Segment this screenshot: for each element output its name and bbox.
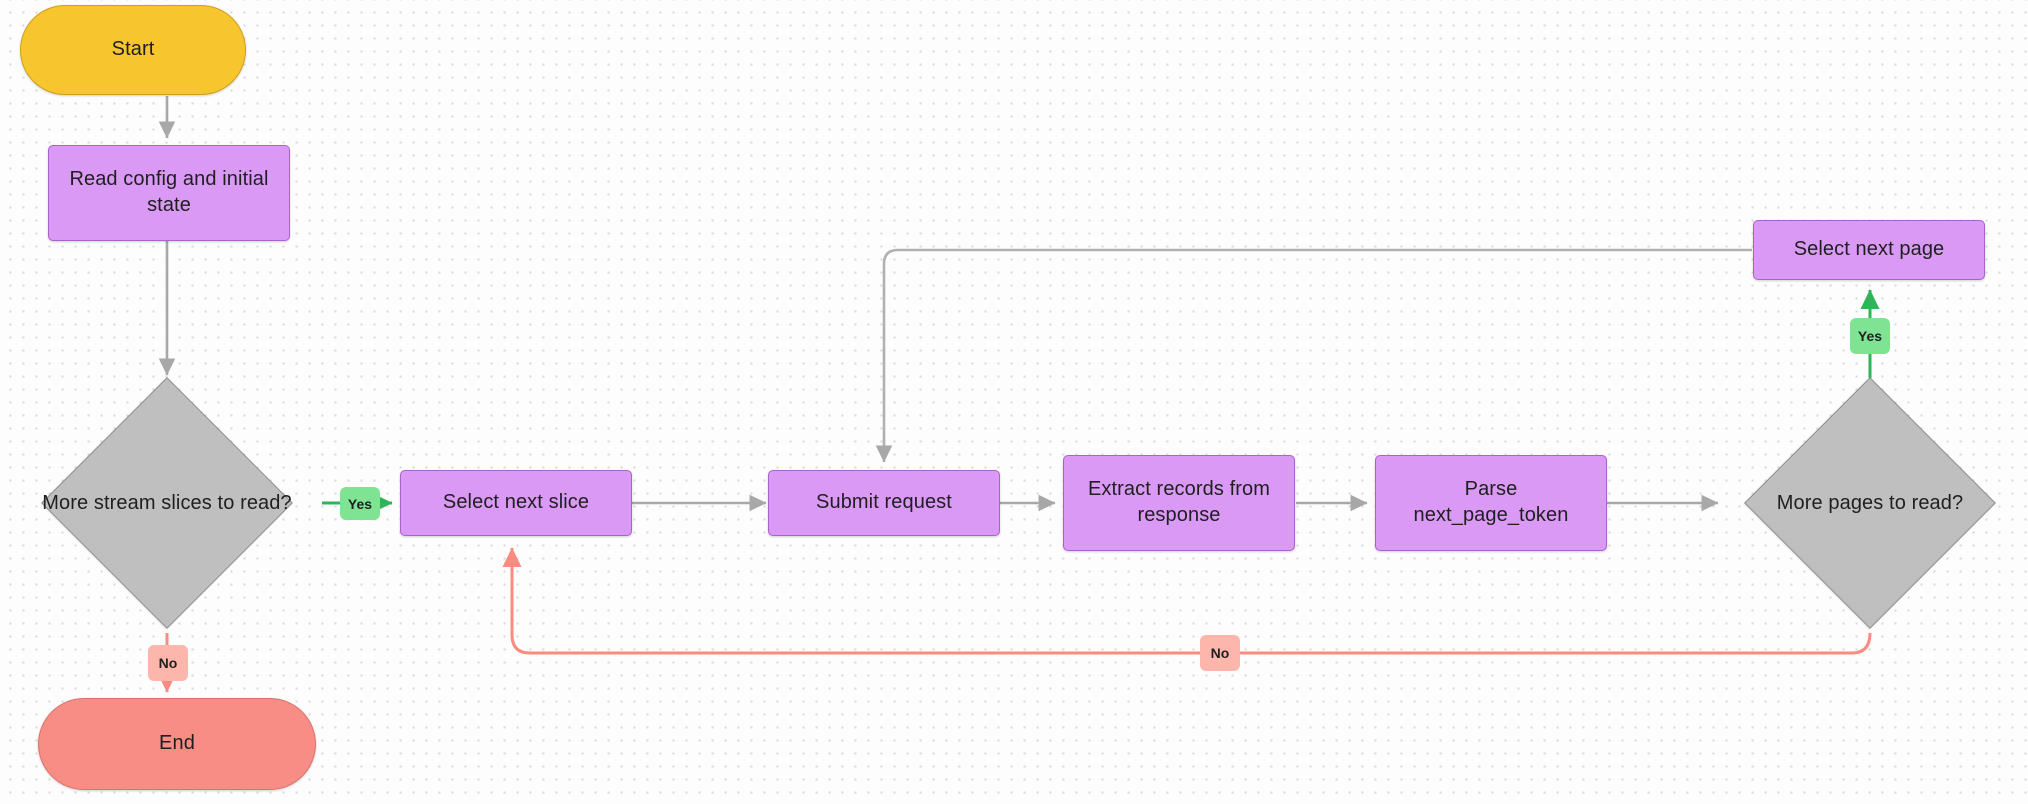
- edge-label-pages-no: No: [1200, 635, 1240, 671]
- node-more-stream-slices-label: More stream slices to read?: [42, 492, 292, 514]
- node-start-label: Start: [111, 38, 155, 61]
- node-more-pages-label: More pages to read?: [1776, 492, 1964, 514]
- edge-label-slices-yes: Yes: [340, 487, 380, 520]
- edge-more-pages-no-loop: [502, 547, 1872, 655]
- node-extract-records[interactable]: Extract records from response: [1063, 455, 1295, 551]
- node-more-pages-decision[interactable]: More pages to read?: [1715, 377, 2025, 629]
- node-end-label: End: [159, 732, 195, 755]
- node-select-next-page[interactable]: Select next page: [1753, 220, 1985, 280]
- node-end[interactable]: End: [38, 698, 316, 790]
- node-extract-records-label: Extract records from response: [1087, 478, 1271, 526]
- node-read-config[interactable]: Read config and initial state: [48, 145, 290, 241]
- node-read-config-label: Read config and initial state: [69, 168, 269, 216]
- node-submit-request[interactable]: Submit request: [768, 470, 1000, 536]
- edge-label-text: No: [158, 655, 178, 671]
- node-parse-next-page-token-label: Parse next_page_token: [1413, 478, 1569, 526]
- node-start[interactable]: Start: [20, 5, 246, 95]
- edge-label-slices-no: No: [148, 645, 188, 681]
- node-parse-next-page-token[interactable]: Parse next_page_token: [1375, 455, 1607, 551]
- edge-label-text: Yes: [1857, 328, 1883, 344]
- edge-label-text: Yes: [347, 495, 373, 512]
- node-more-stream-slices-decision[interactable]: More stream slices to read?: [12, 377, 322, 629]
- node-select-next-page-label: Select next page: [1793, 238, 1945, 261]
- node-select-next-slice-label: Select next slice: [442, 491, 590, 514]
- node-submit-request-label: Submit request: [816, 491, 952, 514]
- edge-label-text: No: [1210, 645, 1230, 661]
- edge-label-pages-yes: Yes: [1850, 318, 1890, 354]
- edge-select-page-to-submit-loop: [875, 248, 1752, 463]
- node-select-next-slice[interactable]: Select next slice: [400, 470, 632, 536]
